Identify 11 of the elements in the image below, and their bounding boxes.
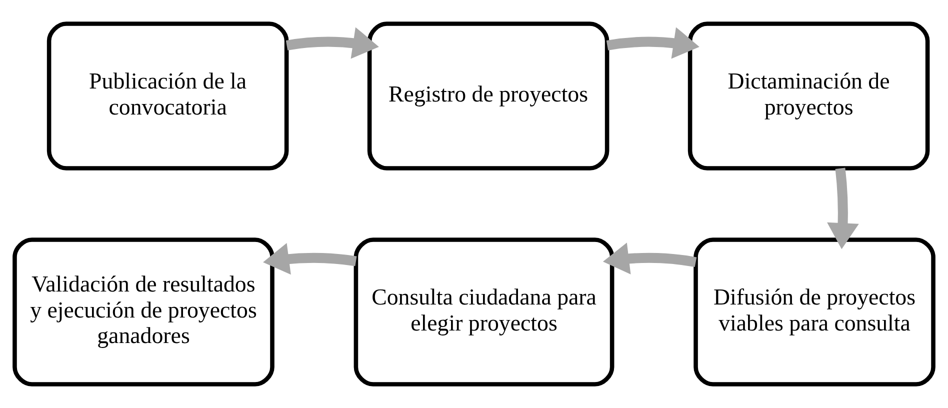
node-box: Registro de proyectos [367,22,610,170]
node-box: Validación de resultados y ejecución de proyectos ganadores [12,238,274,386]
node-box: Dictaminación de proyectos [688,22,930,170]
node-box: Consulta ciudadana para elegir proyectos [354,238,614,386]
node-box: Difusión de proyectos viables para consulta [694,238,936,386]
node-box: Publicación de la convocatoria [46,22,289,170]
arrow [263,243,357,275]
arrow [286,27,379,59]
arrow [602,242,697,274]
arrow [827,168,859,250]
arrow [606,27,700,59]
